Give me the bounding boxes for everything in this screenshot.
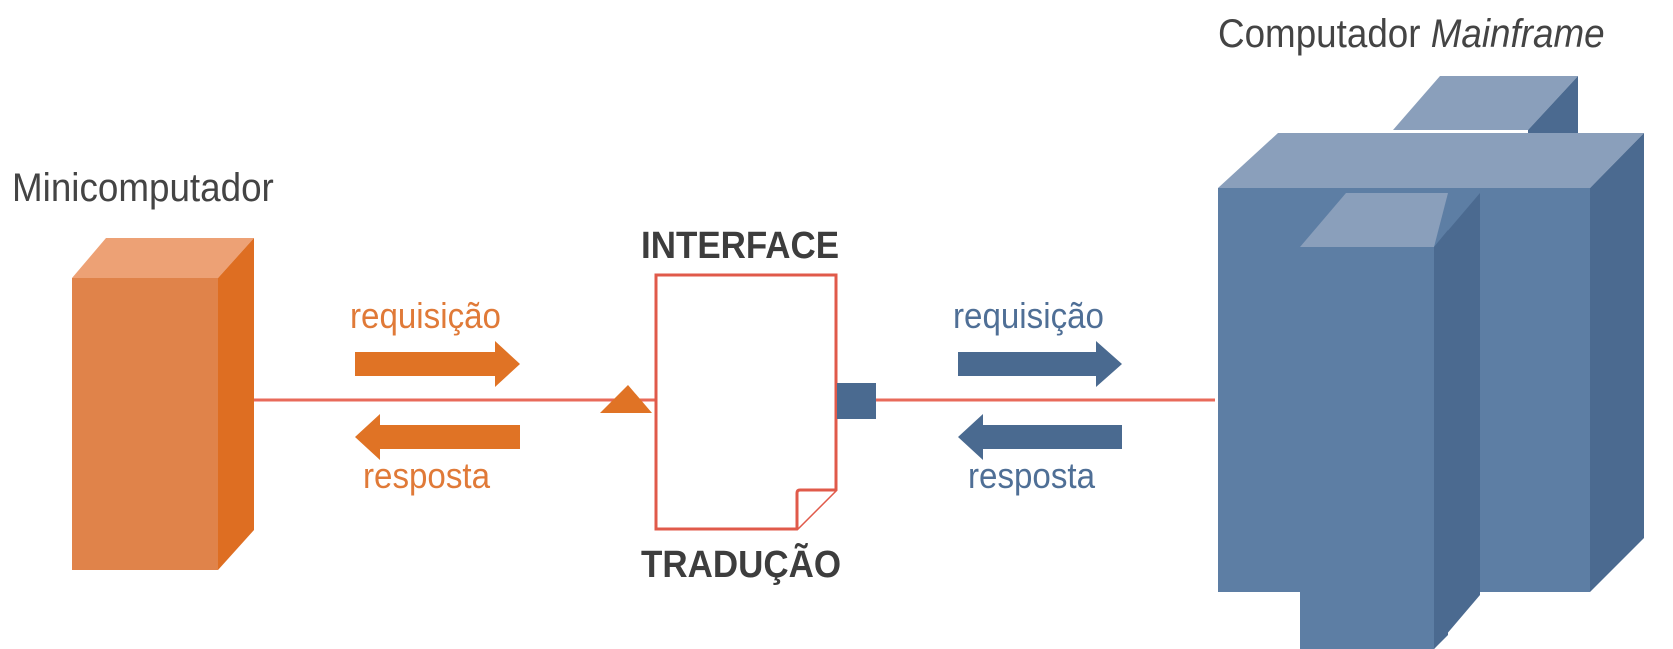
mainframe-back-top	[1393, 76, 1578, 130]
mainframe-tower-top	[1300, 193, 1448, 247]
minicomputer-side-face	[218, 238, 254, 570]
left-request-arrow	[355, 341, 520, 387]
triangle-connector	[600, 385, 652, 413]
left-response-arrow	[355, 414, 520, 460]
minicomputer-top-face	[72, 238, 254, 278]
mainframe-box	[1218, 76, 1644, 649]
minicomputer-front-face	[72, 278, 218, 570]
document-folded-corner	[795, 488, 836, 529]
interface-document	[654, 273, 838, 531]
traducao-label: TRADUÇÃO	[641, 544, 842, 586]
mainframe-main-top	[1218, 133, 1644, 188]
left-response-label: resposta	[363, 455, 491, 496]
left-request-label: requisição	[350, 295, 501, 336]
minicomputer-box	[72, 238, 254, 570]
mainframe-tower-front	[1300, 247, 1434, 649]
mainframe-title-italic: Mainframe	[1430, 12, 1605, 56]
mainframe-tower-edge	[1434, 193, 1480, 649]
right-response-arrow	[958, 414, 1122, 460]
mainframe-title: Computador Mainframe	[1218, 14, 1605, 54]
right-response-label: resposta	[968, 455, 1096, 496]
square-connector	[837, 383, 876, 419]
minicomputer-title: Minicomputador	[12, 166, 274, 210]
mainframe-main-side	[1590, 133, 1644, 592]
mainframe-title-plain: Computador	[1218, 12, 1431, 56]
mainframe-back-side	[1528, 76, 1578, 135]
right-request-arrow	[958, 341, 1122, 387]
interface-label: INTERFACE	[641, 225, 840, 267]
right-request-label: requisição	[953, 295, 1104, 336]
